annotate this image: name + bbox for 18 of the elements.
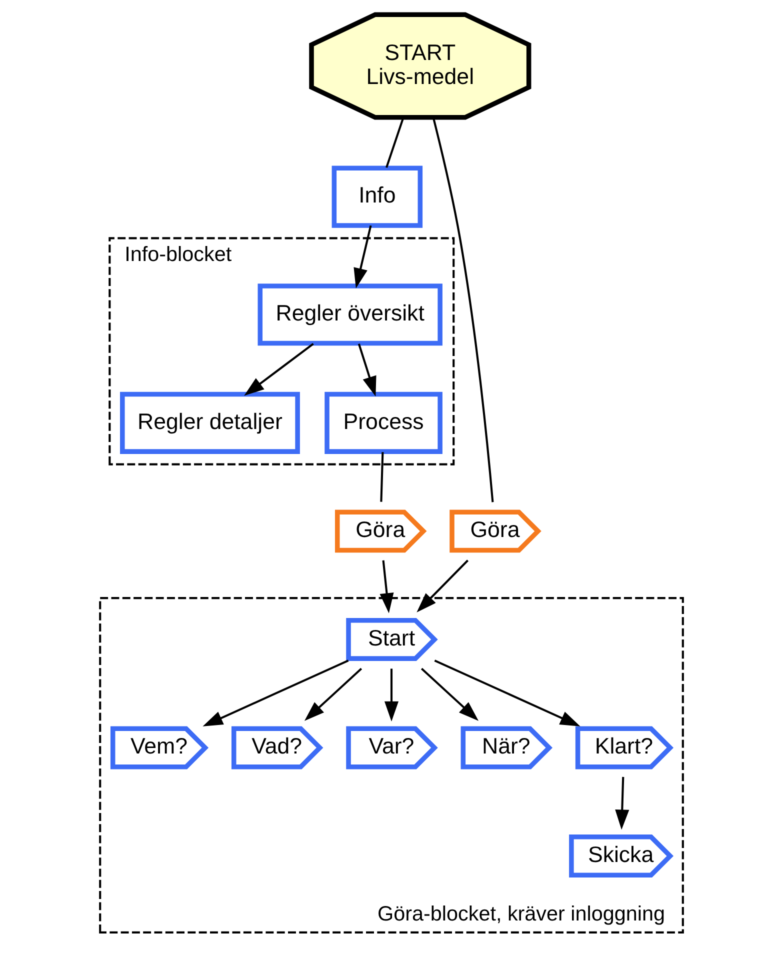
connector — [380, 452, 384, 502]
arrow — [202, 660, 349, 726]
arrow — [354, 225, 372, 288]
arrow — [420, 668, 479, 721]
connector — [386, 116, 404, 168]
arrow — [615, 776, 630, 830]
arrow — [304, 668, 362, 721]
arrow — [434, 660, 580, 726]
node-box: Process — [324, 392, 442, 454]
arrow — [358, 344, 376, 397]
node-box: Regler översikt — [258, 284, 442, 346]
arrow — [384, 668, 399, 722]
node-box: Info — [332, 166, 423, 228]
connector — [432, 117, 494, 502]
arrow — [244, 343, 314, 396]
arrow — [380, 560, 394, 614]
arrow — [416, 560, 469, 612]
node-box: Regler detaljer — [120, 392, 300, 454]
